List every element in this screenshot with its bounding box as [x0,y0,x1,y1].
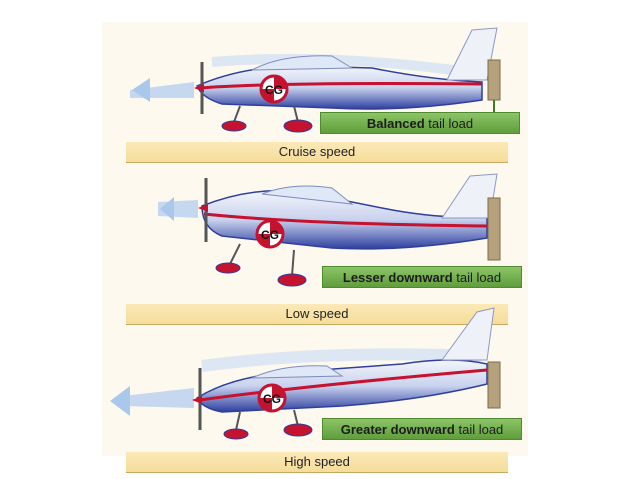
diagram-canvas: CG Balanced tail load Cruise speed [102,22,528,473]
vertical-tail [441,307,495,361]
tail-load-weight [487,197,501,261]
speed-label: High speed [284,454,350,469]
tail-load-label: Lesser downward tail load [322,266,522,288]
panel-cruise: CG Balanced tail load Cruise speed [102,22,528,163]
tail-load-bold: Balanced [366,116,425,131]
cg-label: CG [261,228,279,242]
fuselage [196,359,488,413]
nose-wheel [215,262,241,274]
speed-bar: High speed [126,452,508,473]
tail-load-bold: Greater downward [340,422,455,437]
main-wheel [283,423,313,437]
tail-load-weight [487,361,501,409]
main-wheel [283,119,313,133]
red-stripe [203,212,488,228]
main-wheel [277,273,307,287]
tail-load-label: Balanced tail load [320,112,520,134]
tail-load-label: Greater downward tail load [322,418,522,440]
airplane-low: CG [158,173,501,287]
red-stripe [199,368,488,402]
speed-bar: Low speed [126,304,508,325]
panel-low: CG Lesser downward tail load Low speed [102,164,528,325]
canopy [251,365,344,379]
cg-label: CG [265,83,283,97]
red-stripe [199,82,483,90]
canopy [251,55,354,71]
tail-load-rest: tail load [454,422,504,437]
airplane-cruise: CG [130,27,501,133]
nose-wheel [223,428,249,440]
cg-label: CG [263,392,281,406]
tail-load-weight [487,59,501,101]
speed-label: Cruise speed [278,144,356,159]
tail-load-rest: tail load [424,116,474,131]
speed-bar: Cruise speed [126,142,508,163]
vertical-tail [446,27,498,81]
tail-load-rest: tail load [452,270,502,285]
panel-high: CG Greater downward tail load High speed [102,306,528,473]
vertical-tail [441,173,498,219]
airplane-high: CG [110,307,501,440]
speed-label: Low speed [285,306,349,321]
canopy [261,185,354,205]
airflow-arrow [160,197,174,221]
tail-load-bold: Lesser downward [342,270,453,285]
airflow-arrow-head [132,78,150,102]
airflow-arrow [110,386,130,416]
nose-wheel [221,120,247,132]
